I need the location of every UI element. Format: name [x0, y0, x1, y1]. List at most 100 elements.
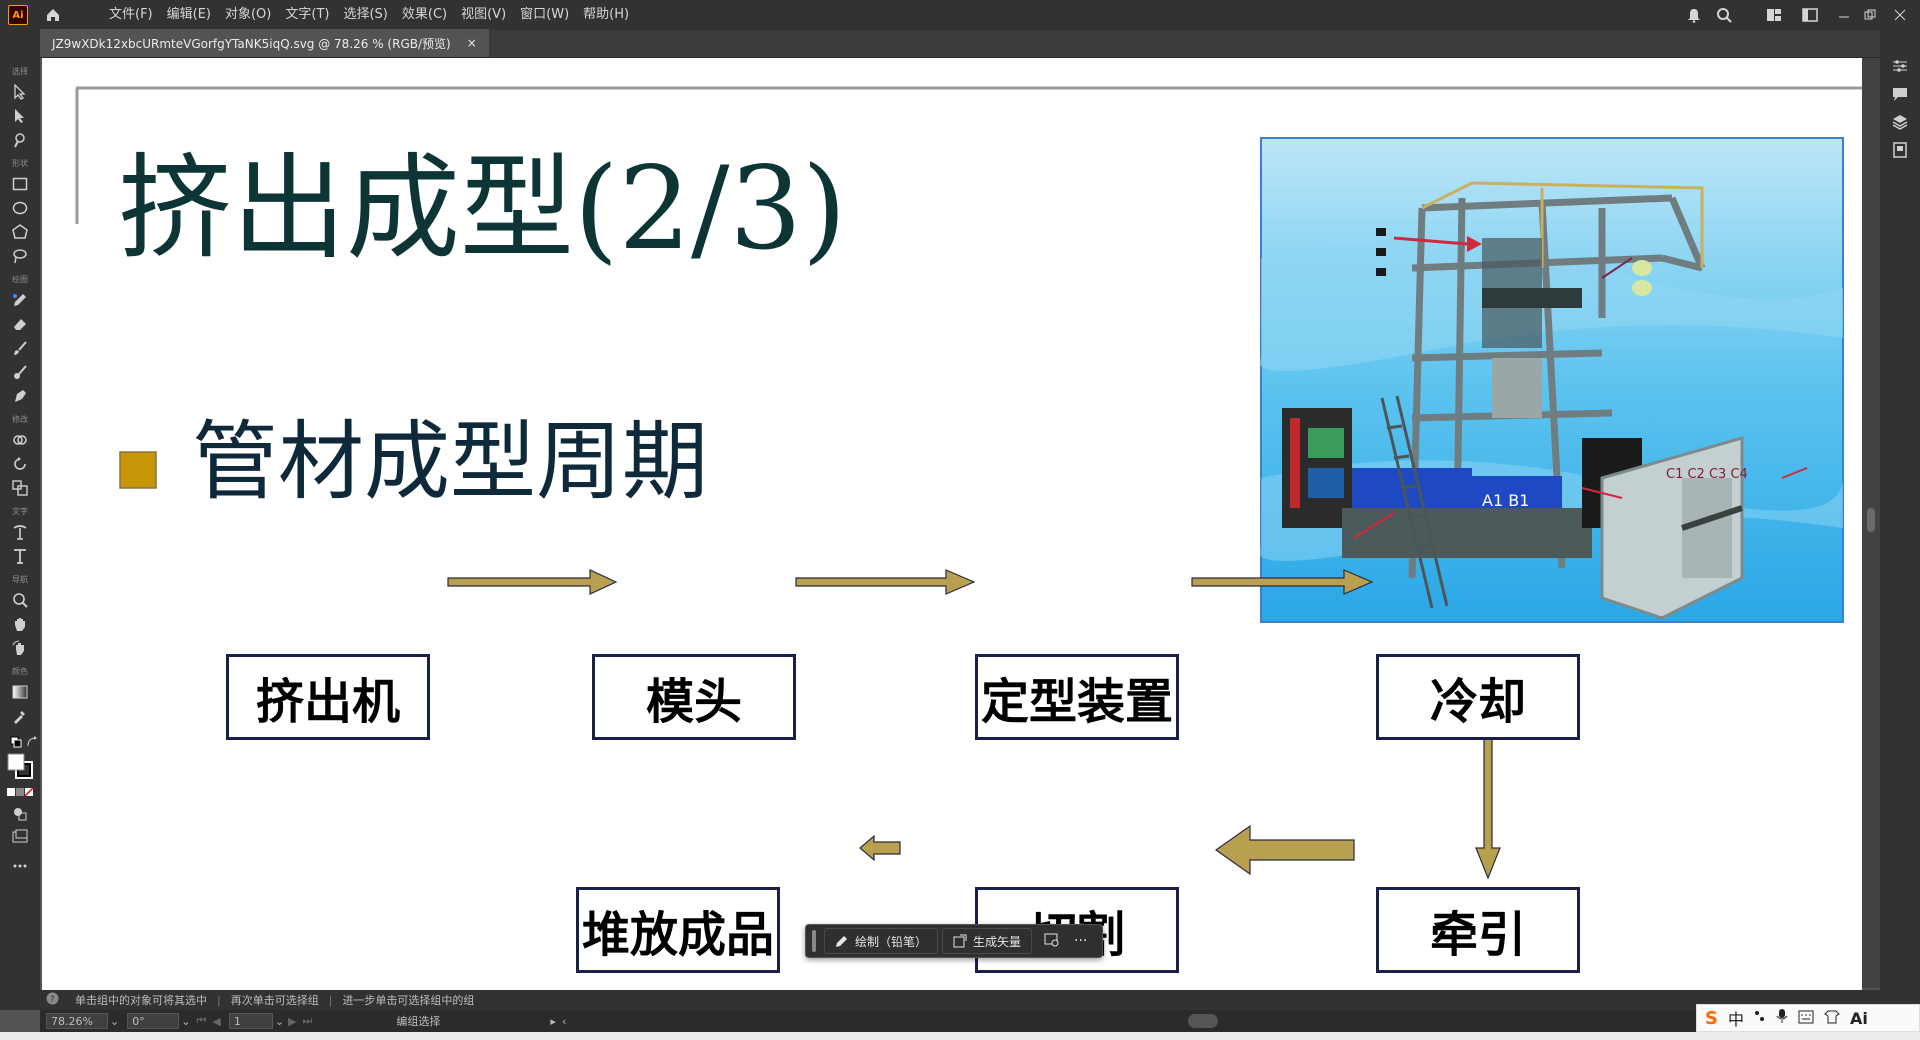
flow-step-stacking: 堆放成品 [576, 887, 780, 973]
tool-group-label: 绘图 [12, 275, 28, 284]
rectangle-tool-icon[interactable] [10, 174, 30, 194]
type-tool-icon[interactable] [10, 546, 30, 566]
bottom-navigation-bar: 78.26% ⌄ 0° ⌄ ⏮ ◀ 1 ⌄ ▶ ⏭ 编组选择 ▸ ‹ [40, 1010, 1880, 1032]
workspace-icon[interactable] [1802, 0, 1818, 30]
menu-object[interactable]: 对象(O) [224, 7, 272, 22]
more-options-icon[interactable]: ··· [1074, 933, 1088, 949]
ime-ai-button[interactable]: Ai [1849, 1008, 1868, 1028]
flow-arrow-2 [795, 569, 976, 595]
layers-panel-icon[interactable] [1890, 112, 1910, 132]
artboard-field[interactable]: 1 [228, 1013, 273, 1029]
rotation-dropdown-icon[interactable]: ⌄ [181, 1014, 191, 1028]
eraser-tool-icon[interactable] [10, 314, 30, 334]
search-icon[interactable] [1716, 0, 1732, 30]
vertical-scroll-thumb[interactable] [1867, 508, 1875, 532]
first-artboard-icon[interactable]: ⏮ [196, 1014, 207, 1027]
scale-tool-icon[interactable] [10, 478, 30, 498]
vertical-scrollbar[interactable] [1862, 58, 1880, 988]
eyedropper-tool-icon[interactable] [10, 706, 30, 726]
menu-edit[interactable]: 编辑(E) [166, 7, 211, 22]
paintbrush-tool-icon[interactable] [10, 338, 30, 358]
direct-selection-tool-icon[interactable] [10, 106, 30, 126]
menu-select[interactable]: 选择(S) [343, 7, 388, 22]
pencil-tool-icon[interactable] [10, 290, 30, 310]
tool-group-label: 颜色 [12, 667, 28, 676]
status-separator: | [328, 993, 333, 1007]
blob-brush-tool-icon[interactable] [10, 362, 30, 382]
rotate-tool-icon[interactable] [10, 454, 30, 474]
ime-language[interactable]: 中 [1727, 1010, 1744, 1029]
help-icon[interactable]: ? [40, 992, 65, 1008]
home-icon[interactable] [38, 0, 68, 30]
zoom-dropdown-icon[interactable]: ⌄ [110, 1014, 120, 1028]
bullet-text: 管材成型周期 [192, 412, 708, 512]
menu-effect[interactable]: 效果(C) [401, 7, 448, 22]
zoom-field[interactable]: 78.26% [46, 1013, 108, 1029]
screen-mode-icon[interactable] [10, 826, 30, 846]
artboard-number: 1 [233, 1014, 241, 1028]
hand-tool-icon[interactable] [10, 614, 30, 634]
polygon-tool-icon[interactable] [10, 222, 30, 242]
last-artboard-icon[interactable]: ⏭ [302, 1014, 313, 1027]
menu-type[interactable]: 文字(T) [285, 7, 330, 22]
machine-side-label: C1 C2 C3 C4 [1666, 467, 1748, 482]
ime-keyboard-icon[interactable] [1798, 1009, 1814, 1028]
ime-logo-icon[interactable]: S [1705, 1007, 1718, 1029]
arrange-documents-icon[interactable] [1766, 0, 1782, 30]
ellipse-tool-icon[interactable] [10, 198, 30, 218]
menu-help[interactable]: 帮助(H) [583, 7, 630, 22]
lasso-tool-icon[interactable] [10, 246, 30, 266]
fill-stroke-swatch-icon[interactable] [6, 752, 34, 780]
color-mode-icon[interactable] [6, 786, 34, 798]
image-options-icon[interactable] [1036, 933, 1068, 950]
ime-skin-icon[interactable] [1824, 1009, 1840, 1028]
ime-microphone-icon[interactable] [1776, 1008, 1788, 1028]
flow-step-die: 模头 [592, 654, 796, 740]
horizontal-scroll-thumb[interactable] [1188, 1014, 1218, 1028]
notification-icon[interactable] [1686, 0, 1702, 30]
minimize-icon[interactable] [1838, 0, 1850, 30]
tools-panel: 选择 形状 绘图 修改 文字 [0, 30, 40, 1010]
hscroll-left-icon[interactable]: ‹ [561, 1014, 567, 1028]
status-menu-arrow-icon[interactable]: ▸ [550, 1014, 556, 1028]
swap-colors-icon[interactable] [22, 732, 42, 752]
pen-tool-icon[interactable] [10, 386, 30, 406]
close-window-icon[interactable] [1894, 0, 1906, 30]
ime-punctuation-icon[interactable] [1754, 1009, 1766, 1028]
more-tools-icon[interactable] [10, 856, 30, 876]
next-artboard-icon[interactable]: ▶ [288, 1014, 297, 1028]
properties-panel-icon[interactable] [1890, 56, 1910, 76]
previous-artboard-icon[interactable]: ◀ [212, 1014, 221, 1028]
generate-vector-button[interactable]: 生成矢量 [942, 928, 1033, 954]
flow-arrow-6 [859, 834, 901, 862]
slide-title: 挤出成型(2/3) [118, 142, 846, 275]
gradient-tool-icon[interactable] [10, 682, 30, 702]
close-tab-icon[interactable]: × [466, 36, 477, 50]
menu-window[interactable]: 窗口(W) [520, 7, 570, 22]
comments-panel-icon[interactable] [1890, 84, 1910, 104]
libraries-panel-icon[interactable] [1890, 140, 1910, 160]
magic-wand-tool-icon[interactable] [10, 130, 30, 150]
type-on-path-tool-icon[interactable] [10, 522, 30, 542]
rotate-view-tool-icon[interactable] [10, 638, 30, 658]
menu-view[interactable]: 视图(V) [461, 7, 507, 22]
default-colors-icon[interactable] [6, 732, 26, 752]
selection-tool-icon[interactable] [10, 82, 30, 102]
drawing-modes-icon[interactable] [10, 804, 30, 824]
zoom-tool-icon[interactable] [10, 590, 30, 610]
draw-pencil-button[interactable]: 绘制（铅笔） [824, 928, 939, 954]
document-tab[interactable]: JZ9wXDk12xbcURmteVGorfgYTaNK5iqQ.svg @ 7… [40, 29, 489, 57]
rotation-field[interactable]: 0° [127, 1013, 180, 1029]
pencil-icon [836, 936, 847, 947]
ime-toolbar: S 中 Ai [1696, 1004, 1920, 1032]
restore-icon[interactable] [1864, 0, 1876, 30]
artboard-canvas[interactable]: 挤出成型(2/3) 管材成型周期 [42, 58, 1862, 990]
tool-group-label: 导航 [12, 575, 28, 584]
task-bar-grip[interactable] [812, 930, 816, 952]
shape-builder-tool-icon[interactable] [10, 430, 30, 450]
menu-file[interactable]: 文件(F) [109, 7, 153, 22]
current-tool-mode: 编组选择 [396, 1015, 441, 1028]
flow-arrows [447, 569, 1501, 880]
flow-arrow-3 [1191, 569, 1374, 595]
artboard-dropdown-icon[interactable]: ⌄ [274, 1014, 285, 1028]
